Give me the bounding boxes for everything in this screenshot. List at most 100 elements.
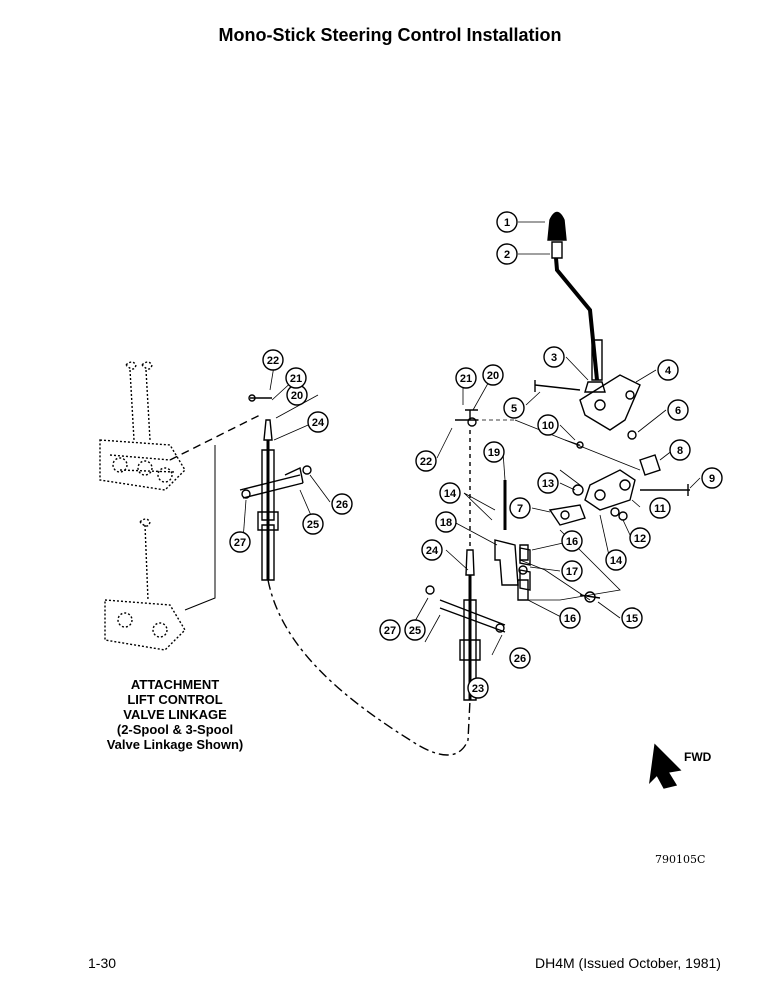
- callout-circle: [649, 497, 671, 519]
- callout-label: 15: [626, 613, 638, 625]
- callout-20: 20: [482, 364, 504, 386]
- callout-circle: [561, 530, 583, 552]
- callout-21: 21: [455, 367, 477, 389]
- callout-3: 3: [543, 346, 565, 368]
- callout-circle: [435, 511, 457, 533]
- callout-22: 22: [415, 450, 437, 472]
- figure-number: 790105C: [655, 853, 706, 866]
- callout-label: 5: [511, 403, 517, 415]
- callout-label: 21: [290, 373, 302, 385]
- callout-label: 8: [677, 445, 683, 457]
- callout-circle: [404, 619, 426, 641]
- callout-25: 25: [404, 619, 426, 641]
- callout-label: 20: [291, 390, 303, 402]
- callout-circle: [415, 450, 437, 472]
- callout-label: 17: [566, 566, 578, 578]
- callout-label: 16: [566, 536, 578, 548]
- callout-circle: [302, 513, 324, 535]
- callout-circle: [496, 211, 518, 233]
- callout-circle: [629, 527, 651, 549]
- callout-26: 26: [331, 493, 353, 515]
- callout-label: 23: [472, 683, 484, 695]
- callout-24: 24: [421, 539, 443, 561]
- callout-label: 26: [514, 653, 526, 665]
- valve-linkage-drawing: [99, 361, 186, 651]
- callout-label: 10: [542, 420, 554, 432]
- callout-label: 16: [564, 613, 576, 625]
- page-number: 1-30: [88, 955, 117, 971]
- callout-label: 13: [542, 478, 554, 490]
- callout-label: 27: [234, 537, 246, 549]
- callout-circle: [669, 439, 691, 461]
- callout-label: 26: [336, 499, 348, 511]
- callout-circle: [439, 482, 461, 504]
- left-rod-assembly: [239, 394, 312, 581]
- caption-line: LIFT CONTROL: [127, 692, 223, 707]
- callout-label: 4: [665, 365, 672, 377]
- attachment-caption: ATTACHMENT LIFT CONTROL VALVE LINKAGE (2…: [95, 677, 255, 752]
- callout-circle: [229, 531, 251, 553]
- callout-label: 1: [504, 217, 510, 229]
- callout-circle: [657, 359, 679, 381]
- callout-circle: [285, 367, 307, 389]
- callout-12: 12: [629, 527, 651, 549]
- callout-6: 6: [667, 399, 689, 421]
- mono-stick-lever: [547, 211, 603, 381]
- callout-16: 16: [561, 530, 583, 552]
- callout-9: 9: [701, 467, 723, 489]
- callout-10: 10: [537, 414, 559, 436]
- mount-bracket: [579, 374, 641, 431]
- callout-circle: [503, 397, 525, 419]
- callout-circle: [559, 607, 581, 629]
- callout-24: 24: [307, 411, 329, 433]
- callout-15: 15: [621, 607, 643, 629]
- callout-label: 6: [675, 405, 681, 417]
- callout-17: 17: [561, 560, 583, 582]
- callout-2: 2: [496, 243, 518, 265]
- callout-circle: [561, 560, 583, 582]
- bracket: [494, 539, 519, 586]
- callout-22: 22: [262, 349, 284, 371]
- callout-label: 7: [517, 503, 523, 515]
- callout-14: 14: [605, 549, 627, 571]
- callout-label: 2: [504, 249, 510, 261]
- callout-14: 14: [439, 482, 461, 504]
- callout-label: 22: [420, 456, 432, 468]
- callout-circle: [605, 549, 627, 571]
- callout-18: 18: [435, 511, 457, 533]
- caption-line: VALVE LINKAGE: [123, 707, 227, 722]
- callout-circle: [421, 539, 443, 561]
- callout-label: 25: [409, 625, 421, 637]
- callout-label: 14: [444, 488, 457, 500]
- callout-label: 9: [709, 473, 715, 485]
- caption-line: ATTACHMENT: [130, 677, 220, 692]
- callout-circle: [467, 677, 489, 699]
- callout-label: 19: [488, 447, 500, 459]
- callout-25: 25: [302, 513, 324, 535]
- callout-circle: [496, 243, 518, 265]
- callout-circle: [482, 364, 504, 386]
- callout-19: 19: [483, 441, 505, 463]
- page-title: Mono-Stick Steering Control Installation: [218, 25, 562, 45]
- callout-label: 18: [440, 517, 452, 529]
- callout-circle: [331, 493, 353, 515]
- callout-circle: [701, 467, 723, 489]
- callout-label: 27: [384, 625, 396, 637]
- callout-circle: [483, 441, 505, 463]
- callout-label: 12: [634, 533, 646, 545]
- callout-circle: [262, 349, 284, 371]
- callout-label: 24: [426, 545, 439, 557]
- callout-23: 23: [467, 677, 489, 699]
- callout-5: 5: [503, 397, 525, 419]
- right-rod-assembly: [425, 409, 506, 701]
- callout-4: 4: [657, 359, 679, 381]
- callout-circle: [379, 619, 401, 641]
- callout-label: 24: [312, 417, 325, 429]
- callout-label: 3: [551, 352, 557, 364]
- callout-label: 11: [654, 503, 666, 515]
- callout-27: 27: [379, 619, 401, 641]
- callout-circle: [455, 367, 477, 389]
